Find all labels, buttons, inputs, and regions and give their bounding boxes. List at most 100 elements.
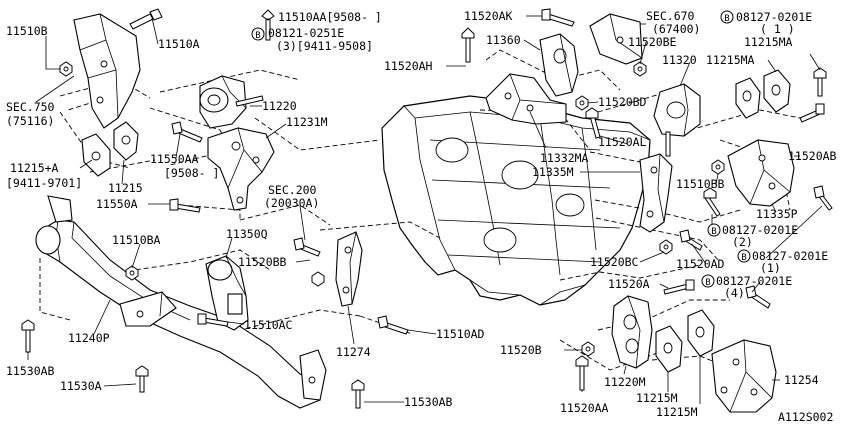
label-08127-top: 08127-0201E xyxy=(736,10,812,24)
engine-block xyxy=(381,95,651,306)
label-11231M: 11231M xyxy=(286,115,328,129)
bracket-sec670 xyxy=(589,13,643,65)
label-11215: 11215 xyxy=(108,181,143,195)
bolt-08127-right xyxy=(813,185,833,211)
nut-11510BA xyxy=(125,265,139,281)
label-11350Q: 11350Q xyxy=(226,227,268,241)
label-11215A: 11215+A xyxy=(10,161,59,175)
bolt-11530A xyxy=(135,365,149,393)
label-11530AB-bottom: 11530AB xyxy=(404,395,453,409)
label-08127-right: 08127-0201E xyxy=(752,249,828,263)
label-08127-bottom-qty: (4) xyxy=(724,286,745,300)
bolt-11550A xyxy=(169,198,201,213)
label-11550A: 11550A xyxy=(96,197,138,211)
label-11550AA: 11550AA xyxy=(150,152,199,166)
label-11520AD-right: 11520AD xyxy=(676,257,725,271)
nut-11520B xyxy=(581,341,595,357)
label-sec670: SEC.670 xyxy=(646,9,695,23)
plate-11215M-b xyxy=(687,309,715,357)
bolt-11530AB-bottom xyxy=(351,379,365,409)
label-sec750-num: (75116) xyxy=(6,114,54,128)
label-sec200: SEC.200 xyxy=(268,183,317,197)
label-11520BC: 11520BC xyxy=(590,255,639,269)
bolt-11510AC xyxy=(197,313,229,327)
bracket-11335P xyxy=(727,139,795,207)
label-11520A: 11520A xyxy=(608,277,650,291)
label-11520BB: 11520BB xyxy=(238,255,287,269)
label-11335M: 11335M xyxy=(532,165,574,179)
bolt-11550AA xyxy=(171,121,203,143)
label-11530AB-left: 11530AB xyxy=(6,364,55,378)
bolt-marker-08121: B xyxy=(251,27,265,41)
svg-text:B: B xyxy=(705,278,710,288)
bracket-11335M xyxy=(639,153,673,233)
bracket-11254 xyxy=(711,339,777,413)
bolt-11520AK xyxy=(541,8,575,27)
bolt-marker-08127-right: B xyxy=(737,249,751,263)
label-11510A: 11510A xyxy=(158,37,200,51)
plate-11215MA-b xyxy=(763,69,791,113)
label-sec670-num: (67400) xyxy=(652,22,700,36)
label-08127-mid-qty: (2) xyxy=(732,235,753,249)
label-11254: 11254 xyxy=(784,373,819,387)
label-sec750: SEC.750 xyxy=(6,100,55,114)
label-11215MA-a: 11215MA xyxy=(744,35,793,49)
label-08127-top-qty: ( 1 ) xyxy=(760,22,795,36)
label-sec200-num: (20030A) xyxy=(264,196,319,210)
label-11520B: 11520B xyxy=(500,343,542,357)
label-11320: 11320 xyxy=(662,53,697,67)
plate-11215A xyxy=(81,133,111,177)
label-11220M: 11220M xyxy=(604,375,646,389)
bolt-11510AA xyxy=(261,9,275,41)
nut-11520BC xyxy=(659,239,673,255)
bolt-11520AH xyxy=(461,27,475,63)
label-11520AL: 11520AL xyxy=(598,135,647,149)
svg-text:B: B xyxy=(711,227,716,237)
label-11215M-b: 11215M xyxy=(656,405,698,419)
bracket-11274 xyxy=(335,231,363,307)
bolt-marker-08127-mid: B xyxy=(707,223,721,237)
bolt-11520BB xyxy=(293,237,325,287)
label-11332MA: 11332MA xyxy=(540,151,589,165)
nut-11520BD xyxy=(575,95,589,111)
bolt-11520AD-right xyxy=(679,229,703,251)
bolt-08127-top xyxy=(813,67,827,97)
label-11220: 11220 xyxy=(262,99,297,113)
bolt-08127-bottom xyxy=(745,285,771,309)
bolt-marker-08127-top: B xyxy=(720,10,734,24)
label-08127-mid: 08127-0201E xyxy=(722,223,798,237)
plate-11215M-a xyxy=(655,325,683,373)
label-11520BE: 11520BE xyxy=(628,35,677,49)
label-11240P: 11240P xyxy=(68,331,110,345)
sec750-bracket xyxy=(73,13,141,129)
label-11520BD: 11520BD xyxy=(598,95,647,109)
label-11510BA: 11510BA xyxy=(112,233,161,247)
label-08127-bottom: 08127-0201E xyxy=(716,274,792,288)
label-11510BB: 11510BB xyxy=(676,177,725,191)
bracket-11231M xyxy=(207,127,275,211)
bolt-11510AD xyxy=(377,315,409,335)
bolt-11510A xyxy=(129,8,163,30)
label-11215A-date: [9411-9701] xyxy=(6,176,82,190)
label-11530A: 11530A xyxy=(60,379,102,393)
label-11215M-a: 11215M xyxy=(636,391,678,405)
leader-lines xyxy=(27,15,823,404)
svg-text:B: B xyxy=(724,14,729,24)
svg-text:B: B xyxy=(741,253,746,263)
label-08121-qty: (3)[9411-9508] xyxy=(276,39,373,53)
crossmember-11240P xyxy=(35,195,327,409)
label-11510AC: 11510AC xyxy=(244,318,293,332)
label-11520AH: 11520AH xyxy=(384,59,433,73)
label-11215MA-b: 11215MA xyxy=(706,53,755,67)
label-11360: 11360 xyxy=(486,33,521,47)
label-11510AA: 11510AA[9508- ] xyxy=(278,10,382,24)
label-08127-right-qty: (1) xyxy=(760,261,781,275)
label-11520AA: 11520AA xyxy=(560,401,609,415)
nut-11520BE xyxy=(633,61,647,77)
label-11510B: 11510B xyxy=(6,24,48,38)
bolt-marker-08127-bottom: B xyxy=(701,274,715,288)
bolt-11520A xyxy=(663,279,695,295)
bracket-11332MA xyxy=(485,73,567,125)
label-11550AA-date: [9508- ] xyxy=(164,166,219,180)
